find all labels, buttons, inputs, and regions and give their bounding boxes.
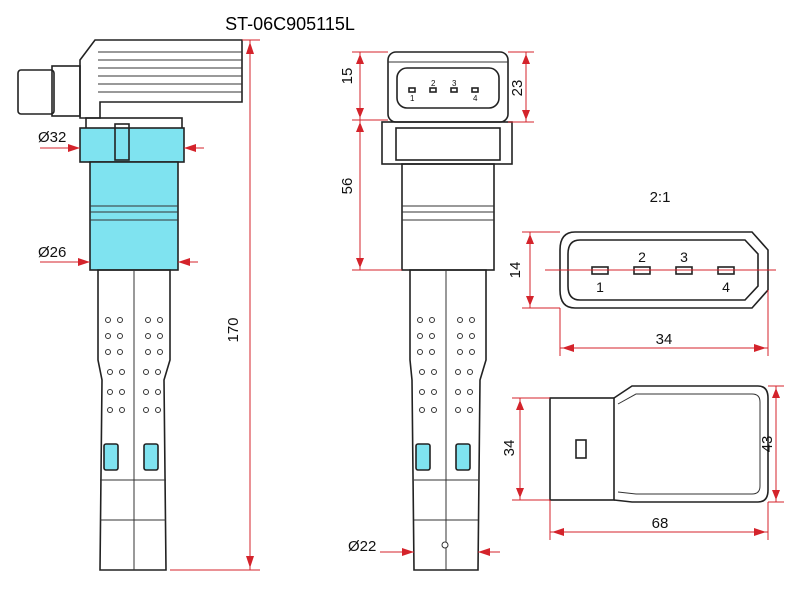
detail-pin-3: 3 (680, 249, 688, 265)
front-view: 1 2 3 4 (339, 51, 534, 571)
front-pin-3: 3 (452, 79, 457, 88)
side-spring-clip-left (103, 443, 119, 471)
front-body (401, 163, 495, 271)
dim-top-34-label: 34 (501, 440, 518, 457)
detail-pin-2: 2 (638, 249, 646, 265)
part-number-title: ST-06C905115L (225, 14, 355, 34)
side-collar (79, 127, 185, 163)
top-view-housing-inner (617, 393, 761, 495)
connector-detail-dims (522, 231, 776, 356)
dim-d32-label: Ø32 (38, 129, 66, 146)
dim-34-width-label: 34 (656, 331, 673, 348)
front-spring-clip-left (415, 443, 431, 471)
connector-detail: 2:1 1 2 3 4 14 34 (507, 189, 776, 356)
front-pin-1: 1 (410, 94, 415, 103)
front-pin-4: 4 (473, 94, 478, 103)
dim-14-label: 14 (507, 262, 524, 279)
side-dim-lines (40, 39, 260, 571)
detail-pin-4: 4 (722, 279, 730, 295)
front-tube (409, 269, 487, 571)
dim-d22-label: Ø22 (348, 538, 376, 555)
front-flange-inner (395, 127, 501, 161)
side-connector-neck (51, 65, 81, 117)
top-view-dims (512, 385, 784, 540)
connector-detail-outer (559, 231, 769, 309)
side-tube (97, 269, 171, 571)
dim-top-43-label: 43 (759, 436, 776, 453)
dim-top-68-label: 68 (652, 515, 669, 532)
side-clip (114, 123, 130, 161)
side-connector-plug (17, 69, 55, 115)
dim-56-label: 56 (339, 178, 356, 195)
front-tube-holes (417, 317, 475, 413)
top-view-latch (575, 439, 587, 459)
dim-170-label: 170 (225, 317, 242, 342)
side-body (89, 161, 179, 271)
side-spring-clip-right (143, 443, 159, 471)
detail-pin-1: 1 (596, 279, 604, 295)
dim-23-label: 23 (509, 80, 526, 97)
front-dim-lines (352, 51, 534, 556)
dim-15-label: 15 (339, 68, 356, 85)
side-head-ribs (98, 51, 242, 93)
side-view: Ø32 Ø26 170 (17, 39, 260, 571)
connector-detail-inner (567, 239, 759, 301)
top-view-housing (613, 385, 769, 503)
scale-label: 2:1 (650, 189, 671, 206)
front-pin-2: 2 (431, 79, 436, 88)
side-head-housing (79, 39, 243, 119)
front-pins (408, 87, 479, 93)
side-tube-holes (105, 317, 163, 413)
top-view-plug (549, 397, 615, 501)
front-connector-socket (396, 67, 500, 109)
front-spring-clip-right (455, 443, 471, 471)
dim-d26-label: Ø26 (38, 244, 66, 261)
top-view: 34 43 68 (501, 385, 784, 540)
